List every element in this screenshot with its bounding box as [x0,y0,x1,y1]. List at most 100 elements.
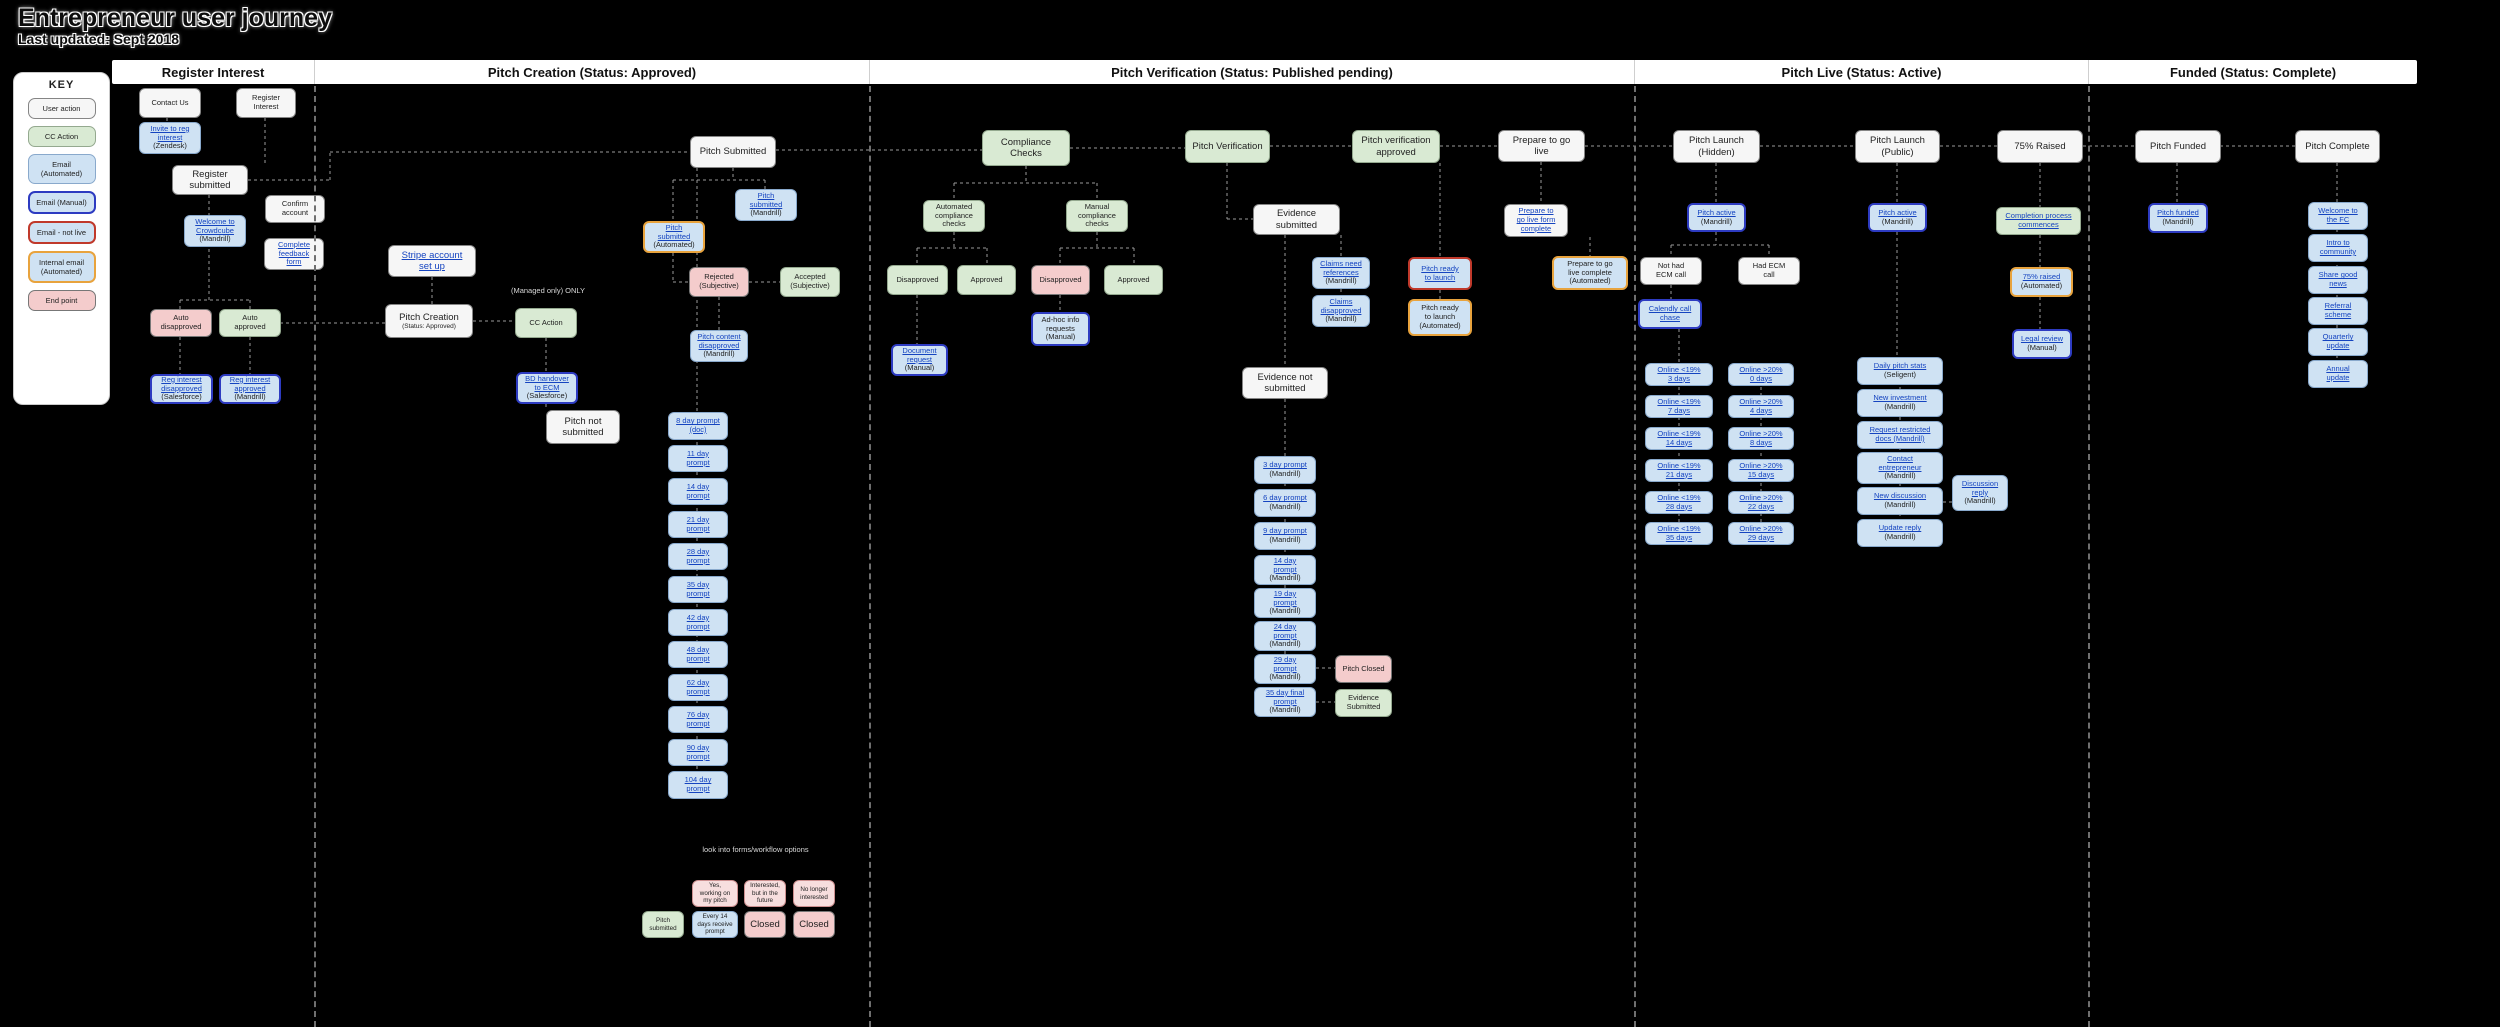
online-lt19-7-days-label[interactable]: 7 days [1667,405,1691,415]
pitch-submitted-mandrill-label[interactable]: submitted [749,199,783,209]
prompt-76-day-label[interactable]: 76 day [686,709,710,719]
online-gt20-8-days[interactable]: Online >20%8 days [1728,427,1794,450]
quarterly-update-label[interactable]: Quarterly [2322,332,2354,342]
complete-feedback-form-label[interactable]: form [286,257,302,267]
online-lt19-7-days[interactable]: Online <19%7 days [1645,395,1713,418]
prompt-21-day-label[interactable]: prompt [686,523,710,533]
online-gt20-29-days-label[interactable]: Online >20% [1739,523,1783,533]
prompt-35-day-label[interactable]: 35 day [686,579,710,589]
prompt-8-day-label[interactable]: (doc) [689,425,707,434]
vprompt-9-day[interactable]: 9 day prompt(Mandrill) [1254,522,1316,550]
new-investment[interactable]: New investment(Mandrill) [1857,389,1943,417]
online-gt20-4-days-label[interactable]: 4 days [1749,405,1773,415]
update-reply[interactable]: Update reply(Mandrill) [1857,519,1943,547]
annual-update-label[interactable]: Annual [2326,364,2350,374]
online-lt19-35-days[interactable]: Online <19%35 days [1645,522,1713,545]
claims-need-references-label[interactable]: references [1323,267,1359,277]
intro-to-community-label[interactable]: Intro to [2326,238,2350,248]
online-gt20-8-days-label[interactable]: Online >20% [1739,428,1783,438]
prompt-62-day-label[interactable]: prompt [686,686,710,696]
stripe-account-set-up-label[interactable]: Stripe account [401,249,463,261]
prompt-8-day[interactable]: 8 day prompt(doc) [668,412,728,440]
vprompt-14-day-label[interactable]: prompt [1273,564,1297,574]
online-lt19-21-days-label[interactable]: Online <19% [1657,460,1701,470]
online-gt20-0-days-label[interactable]: 0 days [1749,373,1773,383]
calendly-call-chase-label[interactable]: Calendly call [1648,304,1692,314]
vprompt-6-day[interactable]: 6 day prompt(Mandrill) [1254,489,1316,517]
pitch-funded-mandrill[interactable]: Pitch funded(Mandrill) [2148,203,2208,233]
completion-process-commences-label[interactable]: Completion process [2005,211,2072,221]
prompt-90-day-label[interactable]: 90 day [686,742,710,752]
legal-review-manual-label[interactable]: Legal review [2020,334,2064,344]
daily-pitch-stats-label[interactable]: Daily pitch stats [1873,361,1927,371]
prompt-48-day-label[interactable]: 48 day [686,644,710,654]
quarterly-update-label[interactable]: update [2326,341,2350,350]
prompt-28-day-label[interactable]: 28 day [686,546,710,556]
invite-reg-interest-label[interactable]: Invite to reg [150,123,190,133]
prompt-14-day-label[interactable]: 14 day [686,481,710,491]
vprompt-29-day-label[interactable]: prompt [1273,663,1297,673]
bd-handover-ecm-label[interactable]: BD handover [525,373,569,383]
online-lt19-21-days[interactable]: Online <19%21 days [1645,459,1713,482]
contact-entrepreneur-label[interactable]: entrepreneur [1878,462,1922,472]
prompt-76-day-label[interactable]: prompt [686,718,710,728]
prepare-go-live-form-complete-label[interactable]: go live form [1516,215,1556,225]
prompt-35-day-label[interactable]: prompt [686,588,710,598]
online-lt19-3-days-label[interactable]: 3 days [1667,373,1691,383]
pitch-funded-mandrill-label[interactable]: Pitch funded [2157,208,2199,218]
online-gt20-29-days-label[interactable]: 29 days [1747,532,1775,542]
welcome-to-the-fc-label[interactable]: the FC [2326,215,2350,224]
vprompt-24-day-label[interactable]: 24 day [1273,621,1297,631]
online-lt19-3-days-label[interactable]: Online <19% [1657,364,1701,374]
online-lt19-3-days[interactable]: Online <19%3 days [1645,363,1713,386]
online-gt20-0-days-label[interactable]: Online >20% [1739,364,1783,374]
welcome-crowdcube-label[interactable]: Crowdcube [196,225,234,235]
prompt-90-day-label[interactable]: prompt [686,751,710,761]
reg-interest-disapproved-label[interactable]: disapproved [161,383,202,393]
vprompt-24-day-label[interactable]: prompt [1273,630,1297,640]
vprompt-35-day-final-label[interactable]: 35 day final [1265,687,1305,697]
new-investment-label[interactable]: New investment [1873,393,1927,403]
pitch-content-disapproved-label[interactable]: Pitch content [697,331,741,341]
online-lt19-14-days[interactable]: Online <19%14 days [1645,427,1713,450]
pitch-ready-to-launch-label[interactable]: to launch [1424,272,1456,282]
online-lt19-21-days-label[interactable]: 21 days [1665,469,1693,479]
online-gt20-0-days[interactable]: Online >20%0 days [1728,363,1794,386]
calendly-call-chase-label[interactable]: chase [1659,313,1680,322]
online-lt19-7-days-label[interactable]: Online <19% [1657,396,1701,406]
prompt-42-day-label[interactable]: 42 day [686,612,710,622]
pitch-active-public-label[interactable]: Pitch active [1878,207,1917,217]
vprompt-35-day-final-label[interactable]: prompt [1273,696,1297,706]
online-lt19-35-days-label[interactable]: Online <19% [1657,523,1701,533]
online-gt20-4-days[interactable]: Online >20%4 days [1728,395,1794,418]
intro-to-community-label[interactable]: community [2319,247,2357,256]
stripe-account-set-up-label[interactable]: set up [419,261,445,272]
request-restricted-docs-label[interactable]: Request restricted [1869,425,1931,435]
online-gt20-15-days-label[interactable]: 15 days [1747,469,1775,479]
